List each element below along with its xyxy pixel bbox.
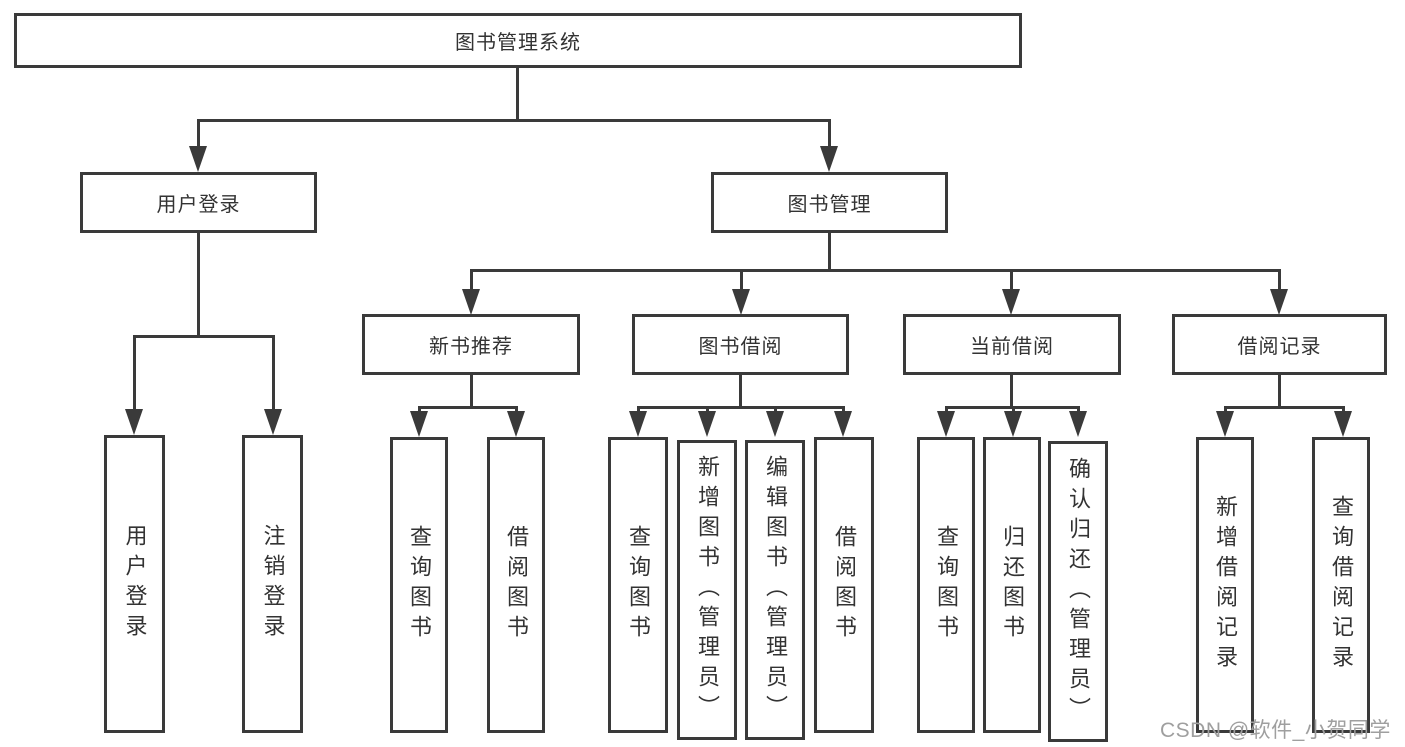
node-book-borrowing: 图书借阅 [632,314,849,375]
arrowhead-down-icon [125,409,143,435]
connector-vline [133,335,136,412]
connector-vline [842,406,845,414]
connector-vline [470,269,473,292]
arrowhead-down-icon [1004,411,1022,437]
connector-vline [774,406,777,414]
leaf-confirm-return-admin: 确认归还（管理员） [1048,441,1108,742]
node-book-management: 图书管理 [711,172,948,233]
node-new-book-recommendation: 新书推荐 [362,314,580,375]
leaf-query-books-borrowing: 查询图书 [608,437,668,733]
arrowhead-down-icon [732,289,750,315]
arrowhead-down-icon [766,411,784,437]
arrowhead-down-icon [507,411,525,437]
leaf-edit-books-admin: 编辑图书（管理员） [745,440,805,740]
connector-vline [637,406,640,414]
connector-hline [133,335,275,338]
arrowhead-down-icon [1216,411,1234,437]
connector-vline [1342,406,1345,414]
leaf-return-books: 归还图书 [983,437,1041,733]
connector-vline [1278,375,1281,408]
node-library-management-system: 图书管理系统 [14,13,1022,68]
connector-vline [418,406,421,414]
connector-vline [272,335,275,412]
connector-hline [1224,406,1345,409]
connector-vline [1077,406,1080,414]
connector-vline [1012,406,1015,414]
leaf-logout: 注销登录 [242,435,303,733]
watermark: CSDN @软件_小贺同学 [1160,719,1391,742]
connector-vline [828,233,831,271]
arrowhead-down-icon [462,289,480,315]
leaf-query-borrow-record: 查询借阅记录 [1312,437,1370,733]
connector-vline [1010,375,1013,408]
connector-vline [470,375,473,408]
connector-hline [197,119,831,122]
connector-hline [470,269,1281,272]
leaf-borrow-books-borrowing: 借阅图书 [814,437,874,733]
node-borrowing-records: 借阅记录 [1172,314,1387,375]
connector-vline [828,119,831,149]
connector-vline [945,406,948,414]
connector-vline [515,406,518,414]
arrowhead-down-icon [629,411,647,437]
node-user-login: 用户登录 [80,172,317,233]
connector-vline [739,375,742,408]
node-current-borrowing: 当前借阅 [903,314,1121,375]
leaf-borrow-books-recommend: 借阅图书 [487,437,545,733]
leaf-query-books-recommend: 查询图书 [390,437,448,733]
arrowhead-down-icon [1334,411,1352,437]
connector-vline [1278,269,1281,292]
connector-vline [706,406,709,414]
connector-vline [516,68,519,121]
connector-vline [1010,269,1013,292]
leaf-add-borrow-record: 新增借阅记录 [1196,437,1254,733]
arrowhead-down-icon [189,146,207,172]
connector-vline [197,233,200,337]
connector-vline [197,119,200,149]
connector-vline [740,269,743,292]
connector-hline [418,406,518,409]
arrowhead-down-icon [834,411,852,437]
arrowhead-down-icon [410,411,428,437]
arrowhead-down-icon [820,146,838,172]
arrowhead-down-icon [264,409,282,435]
leaf-user-login: 用户登录 [104,435,165,733]
arrowhead-down-icon [1270,289,1288,315]
connector-hline [637,406,844,409]
arrowhead-down-icon [1069,411,1087,437]
arrowhead-down-icon [937,411,955,437]
arrowhead-down-icon [698,411,716,437]
leaf-query-books-current: 查询图书 [917,437,975,733]
connector-vline [1224,406,1227,414]
arrowhead-down-icon [1002,289,1020,315]
leaf-add-books-admin: 新增图书（管理员） [677,440,737,740]
